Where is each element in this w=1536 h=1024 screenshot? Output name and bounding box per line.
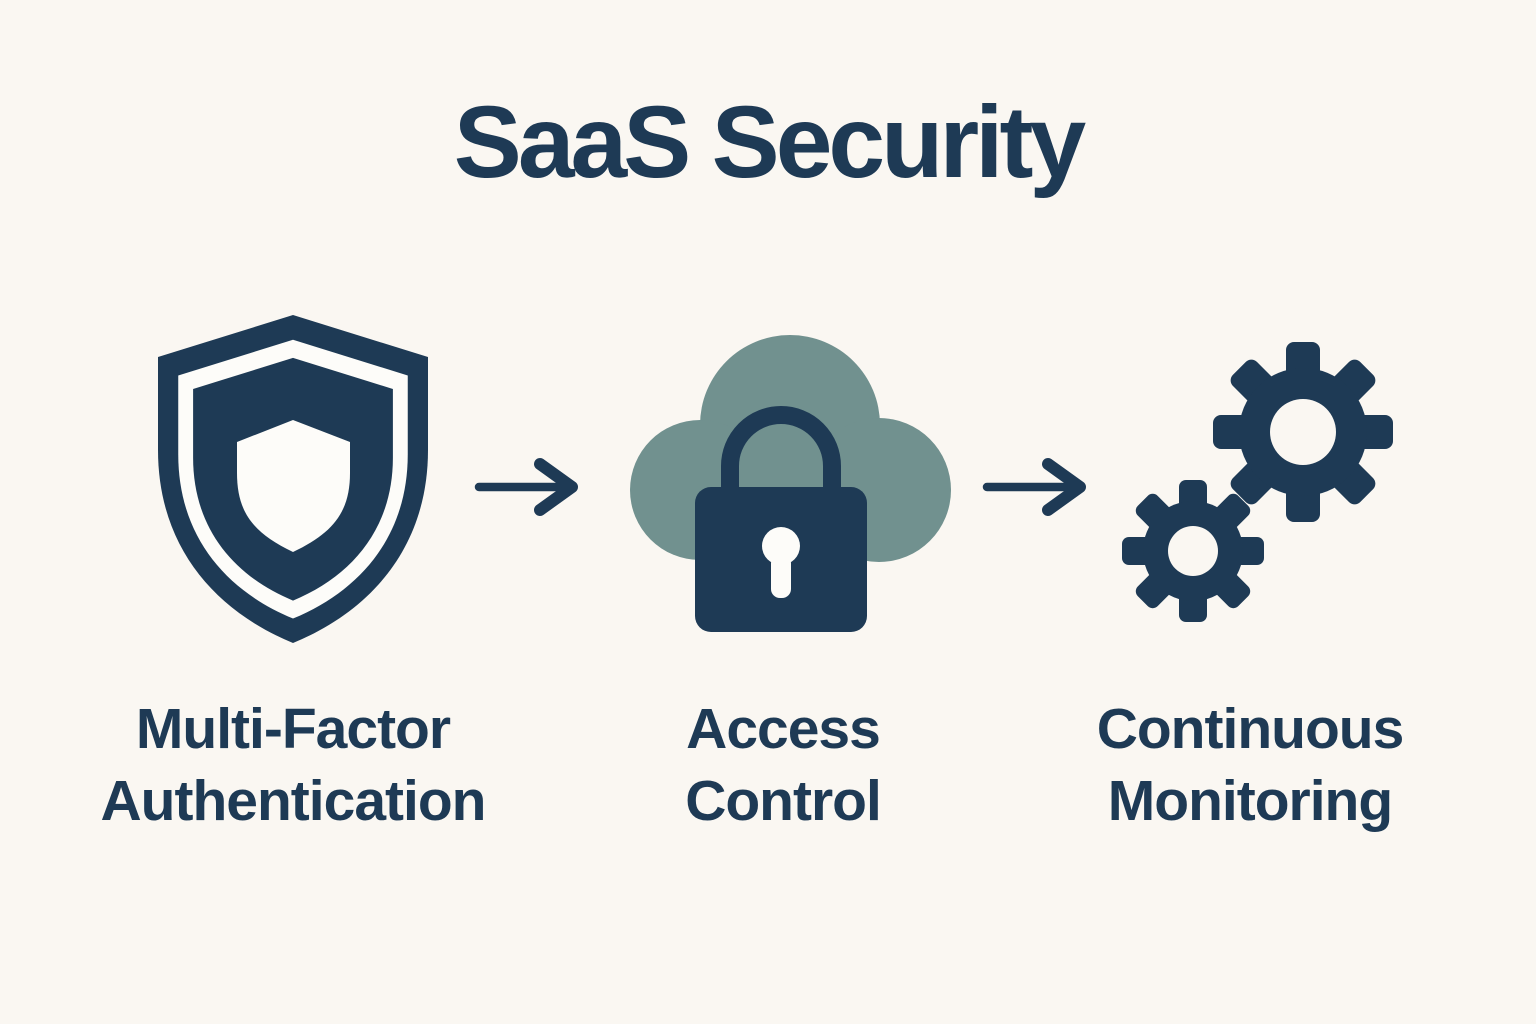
gear-large-hole xyxy=(1270,399,1336,465)
step-label-line: Multi-Factor xyxy=(135,697,451,761)
padlock-shackle xyxy=(721,406,841,492)
arrow-head xyxy=(1042,458,1086,516)
shield-icon xyxy=(158,315,428,643)
step-label-line: Continuous xyxy=(1096,697,1405,761)
cloud-lock-icon xyxy=(630,335,951,632)
shield-center-emblem xyxy=(237,420,350,552)
arrow-right-icon xyxy=(982,458,1086,516)
arrow-right-icon xyxy=(474,458,578,516)
keyhole xyxy=(762,527,800,598)
gear-small-hole xyxy=(1168,526,1218,576)
page-title: SaaS Security xyxy=(453,85,1086,199)
step-label-continuous-monitoring: Continuous Monitoring xyxy=(1000,693,1500,837)
padlock xyxy=(695,406,867,632)
gear-small xyxy=(1122,480,1264,622)
step-label-line: Monitoring xyxy=(1107,769,1393,833)
gears-icon xyxy=(1122,342,1393,622)
arrow-head xyxy=(534,458,578,516)
step-label-line: Control xyxy=(685,769,882,833)
step-label-mfa: Multi-Factor Authentication xyxy=(43,693,543,837)
gear-large xyxy=(1213,342,1393,522)
step-label-line: Authentication xyxy=(100,769,487,833)
step-label-access-control: Access Control xyxy=(533,693,1033,837)
step-label-line: Access xyxy=(686,697,881,761)
